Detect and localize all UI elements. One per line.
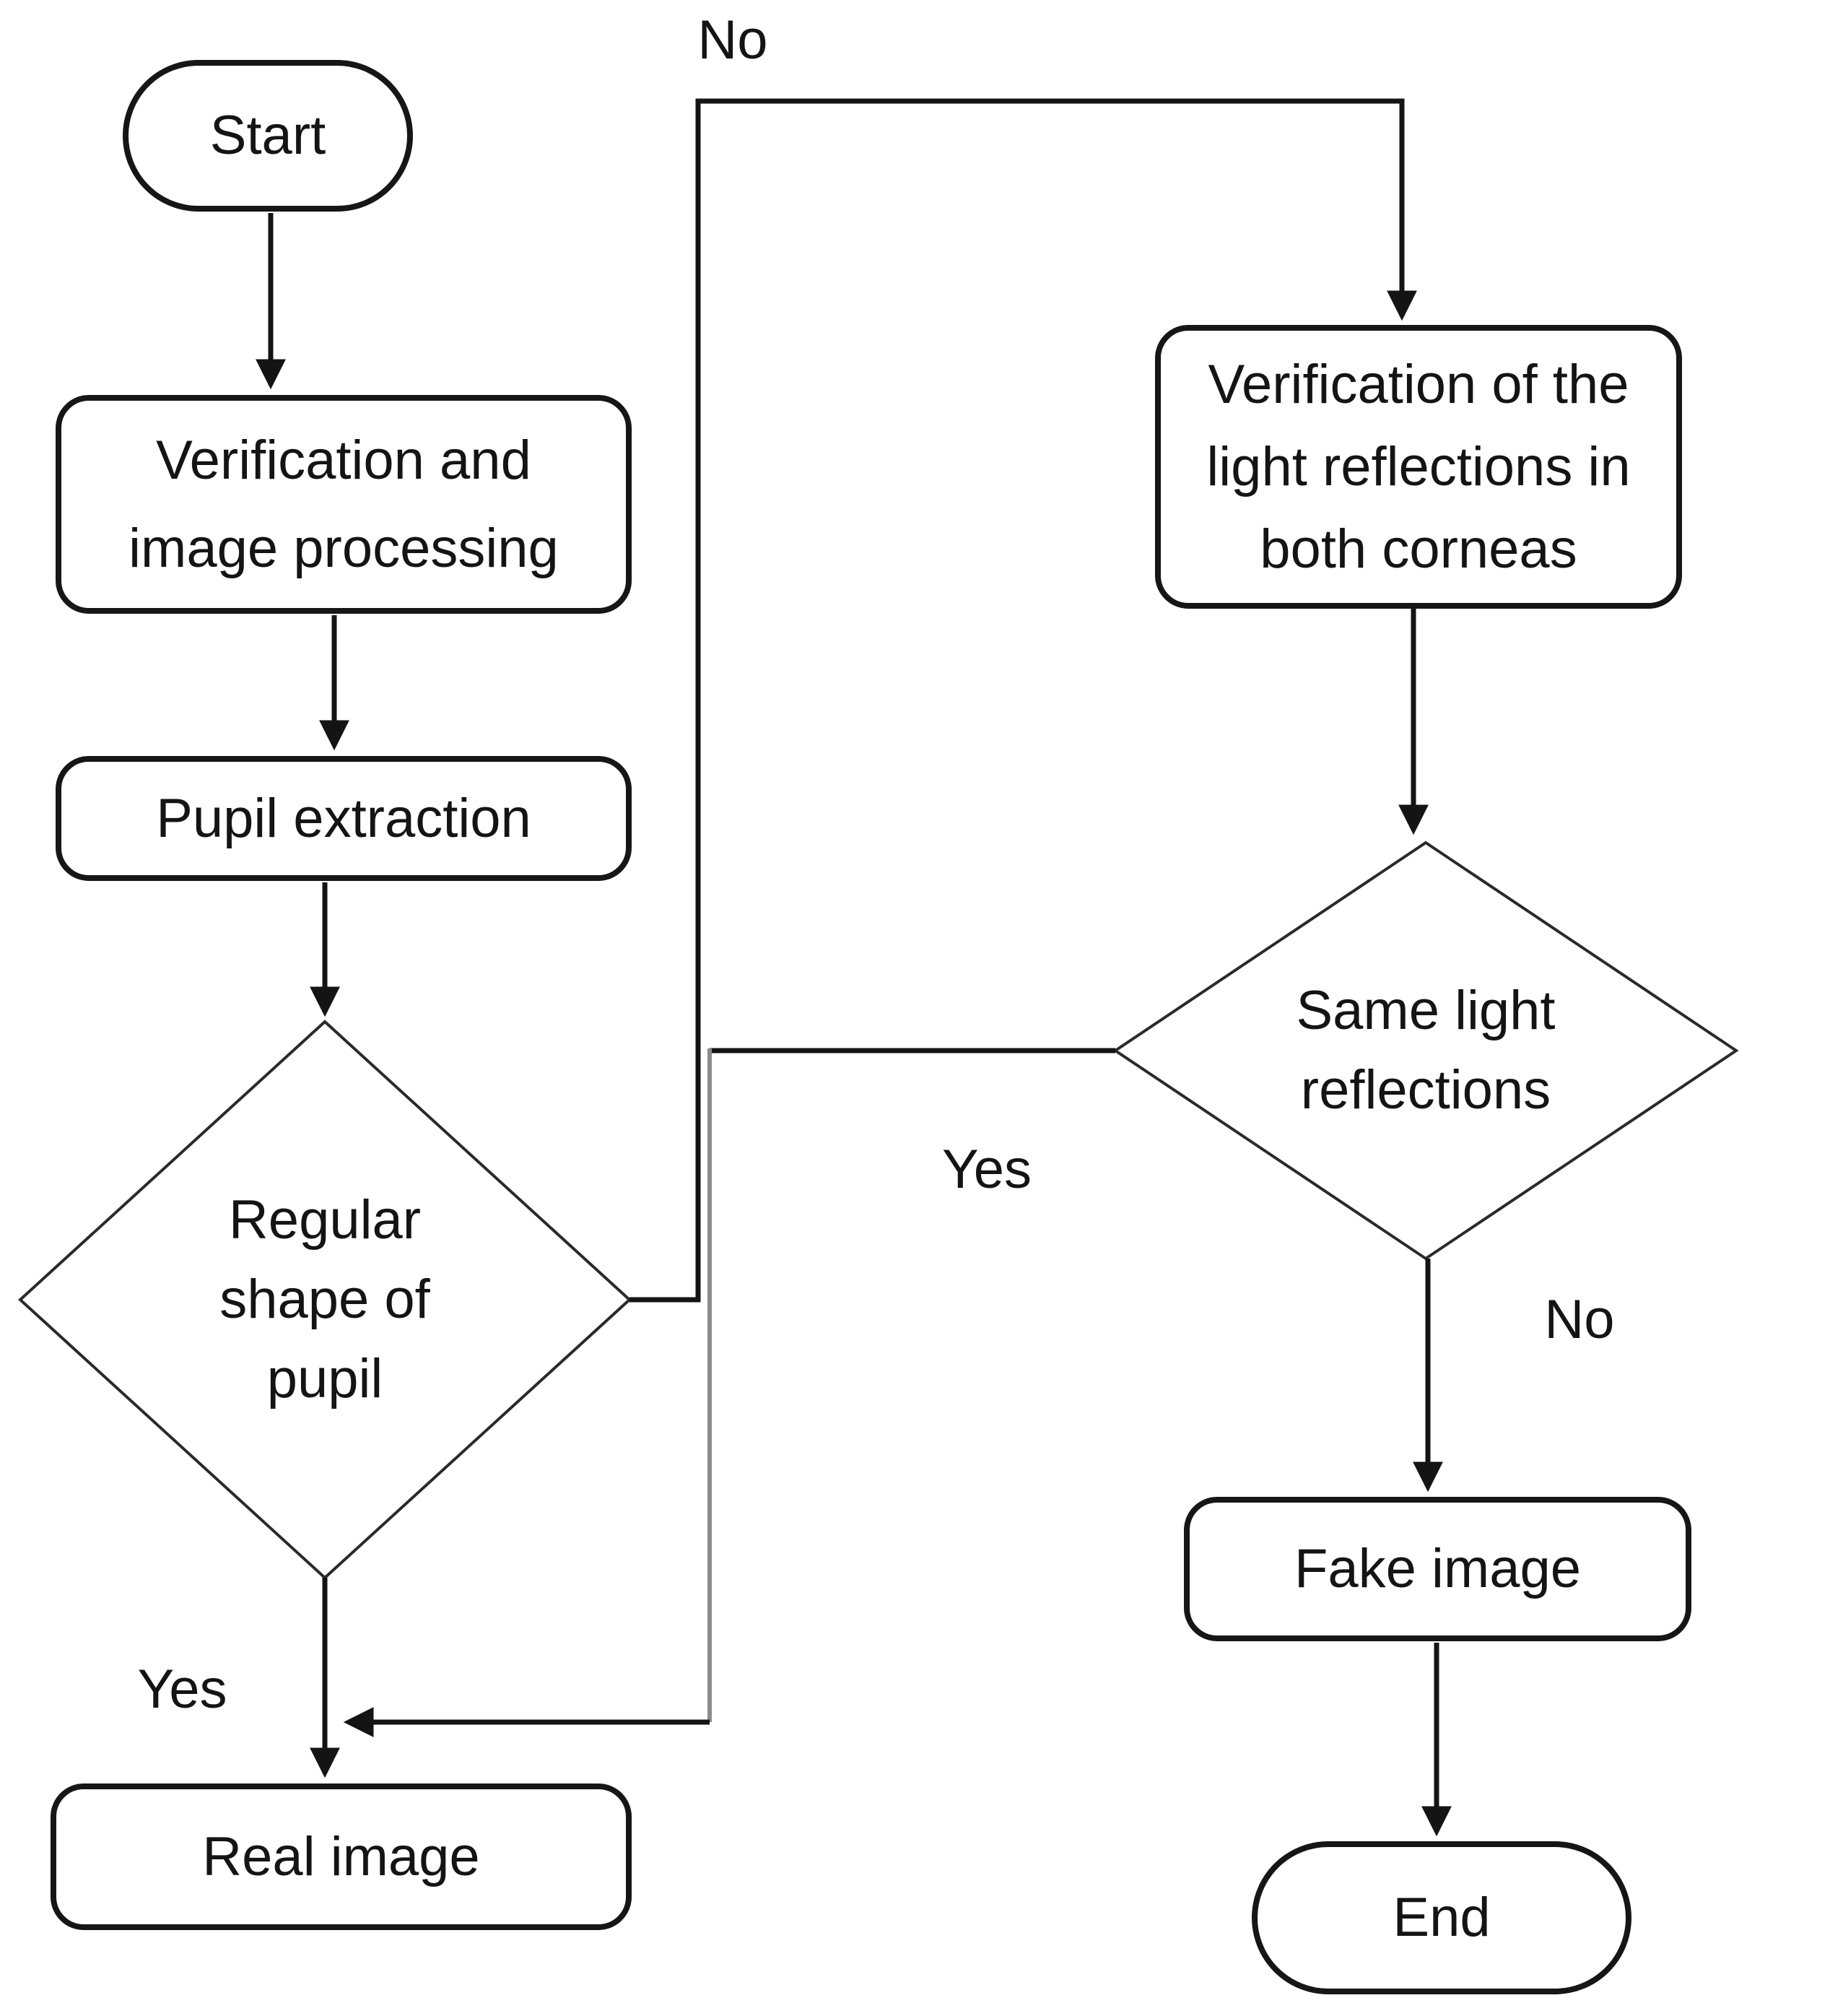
edge-no-route-to-reflection-box [629,98,1417,1303]
same-reflections-line-1: Same light [1296,979,1556,1041]
regular-shape-decision-text: Regular shape of pupil [180,1177,469,1422]
light-reflection-verification-node: Verification of the light reflections in… [1155,325,1682,609]
end-label: End [1393,1887,1491,1949]
same-reflections-line-2: reflections [1300,1059,1551,1121]
verification-line-1: Verification and [156,429,531,491]
same-reflections-decision-text: Same light reflections [1245,953,1606,1148]
verification-processing-node: Verification and image processing [56,395,632,614]
fake-image-label: Fake image [1294,1538,1582,1600]
pupil-extraction-node: Pupil extraction [56,756,632,881]
edge-label-no-right: No [1544,1289,1615,1350]
reflection-verification-line-1: Verification of the [1208,353,1629,415]
regular-shape-line-2: shape of [219,1268,430,1330]
real-image-node: Real image [51,1783,632,1930]
regular-shape-line-3: pupil [266,1348,383,1410]
edge-label-no-top: No [697,9,768,71]
start-label: Start [209,105,326,167]
verification-line-2: image processing [128,517,559,579]
start-node: Start [123,60,413,212]
edge-label-yes-left: Yes [137,1659,227,1720]
reflection-verification-line-2: light reflections in [1206,435,1631,498]
edge-label-yes-middle: Yes [942,1139,1032,1200]
reflection-verification-line-3: both corneas [1260,518,1577,580]
regular-shape-line-1: Regular [228,1189,422,1251]
real-image-label: Real image [202,1825,480,1887]
end-node: End [1252,1841,1631,1994]
pupil-extraction-label: Pupil extraction [156,787,531,849]
fake-image-node: Fake image [1184,1497,1691,1641]
